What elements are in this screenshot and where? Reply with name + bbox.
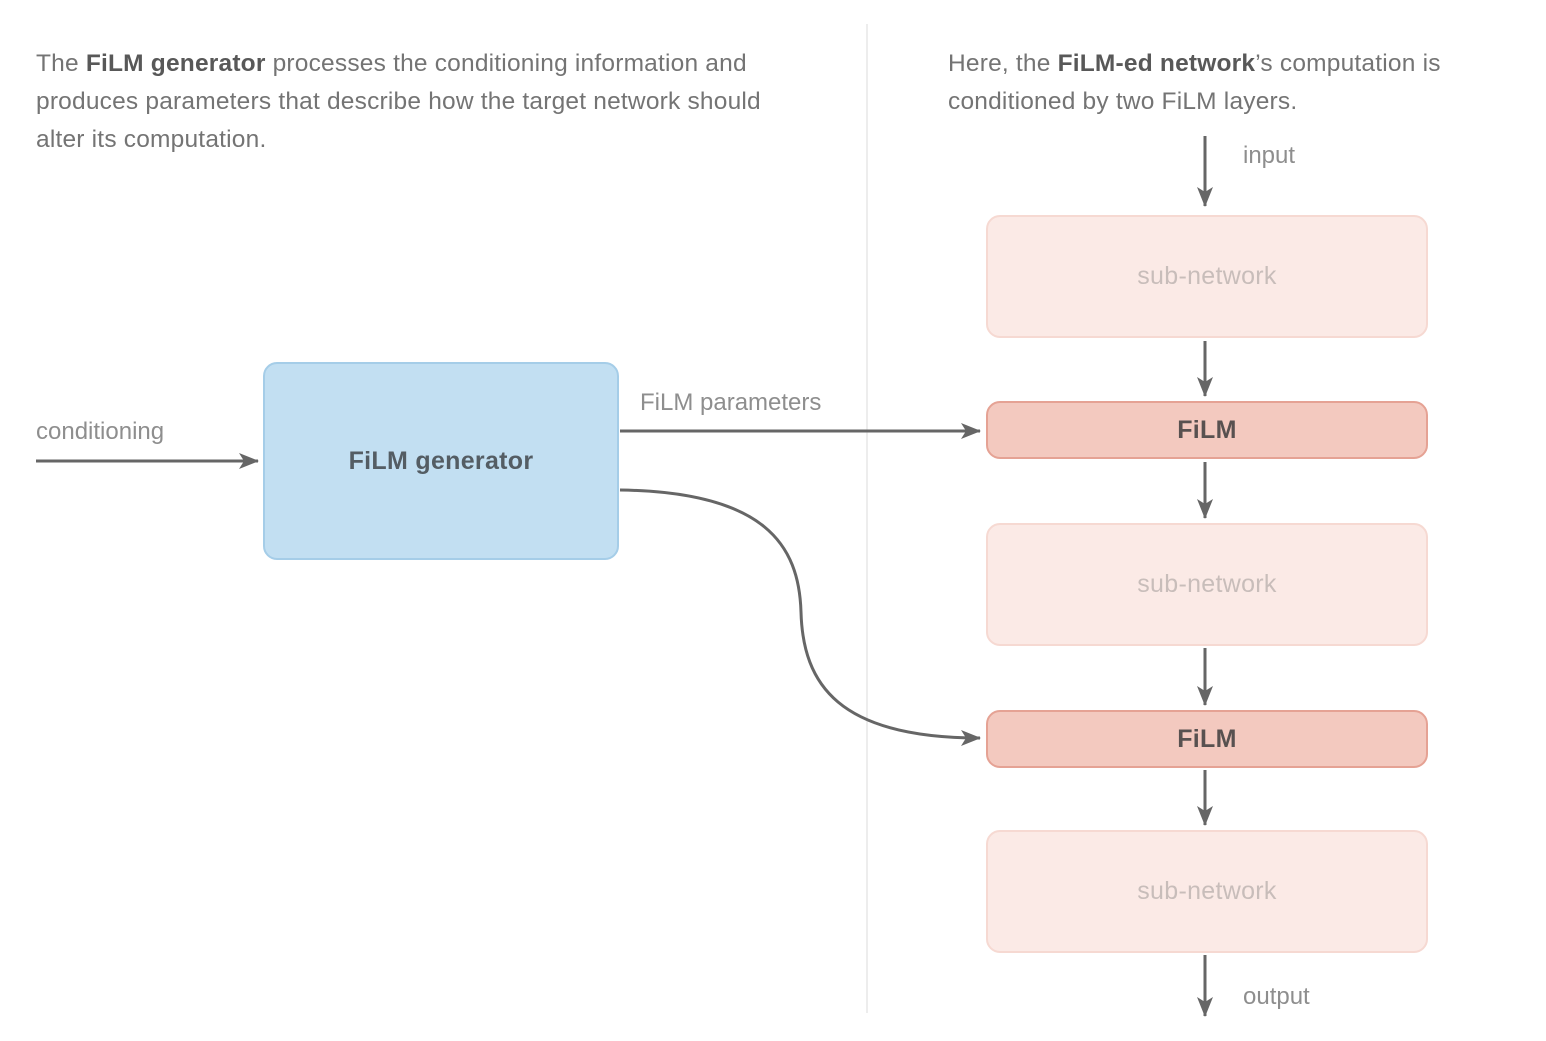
sub-network-node-3: sub-network bbox=[986, 830, 1428, 953]
film-generator-node: FiLM generator bbox=[263, 362, 619, 560]
conditioning-label: conditioning bbox=[36, 418, 165, 445]
paragraph-text: processes the conditioning information a… bbox=[36, 49, 761, 153]
film-node-1: FiLM bbox=[986, 401, 1428, 459]
filmed-network-description: Here, the FiLM-ed network’s computation … bbox=[948, 45, 1448, 121]
film-parameters-label: FiLM parameters bbox=[640, 389, 822, 416]
paragraph-text: ’s computation is conditioned by two FiL… bbox=[948, 49, 1441, 115]
sub-network-node-label: sub-network bbox=[1137, 877, 1277, 905]
paragraph-bold-term: FiLM generator bbox=[85, 49, 266, 77]
film-node-label: FiLM bbox=[1177, 724, 1237, 753]
sub-network-node-2: sub-network bbox=[986, 523, 1428, 646]
paragraph-text: The bbox=[36, 49, 86, 77]
generator-to-film2-curve-arrow bbox=[619, 488, 981, 746]
generator-description: The FiLM generator processes the conditi… bbox=[36, 45, 776, 159]
film-node-label: FiLM bbox=[1177, 415, 1237, 444]
column-divider bbox=[866, 24, 868, 1013]
input-label: input bbox=[1243, 142, 1296, 169]
film-node-2: FiLM bbox=[986, 710, 1428, 768]
paragraph-text: Here, the bbox=[948, 49, 1058, 77]
sub-network-node-label: sub-network bbox=[1137, 262, 1277, 290]
output-label: output bbox=[1243, 983, 1310, 1010]
film-generator-node-label: FiLM generator bbox=[348, 446, 534, 475]
sub-network-node-1: sub-network bbox=[986, 215, 1428, 338]
sub-network-node-label: sub-network bbox=[1137, 570, 1277, 598]
paragraph-bold-term: FiLM-ed network bbox=[1057, 49, 1256, 77]
